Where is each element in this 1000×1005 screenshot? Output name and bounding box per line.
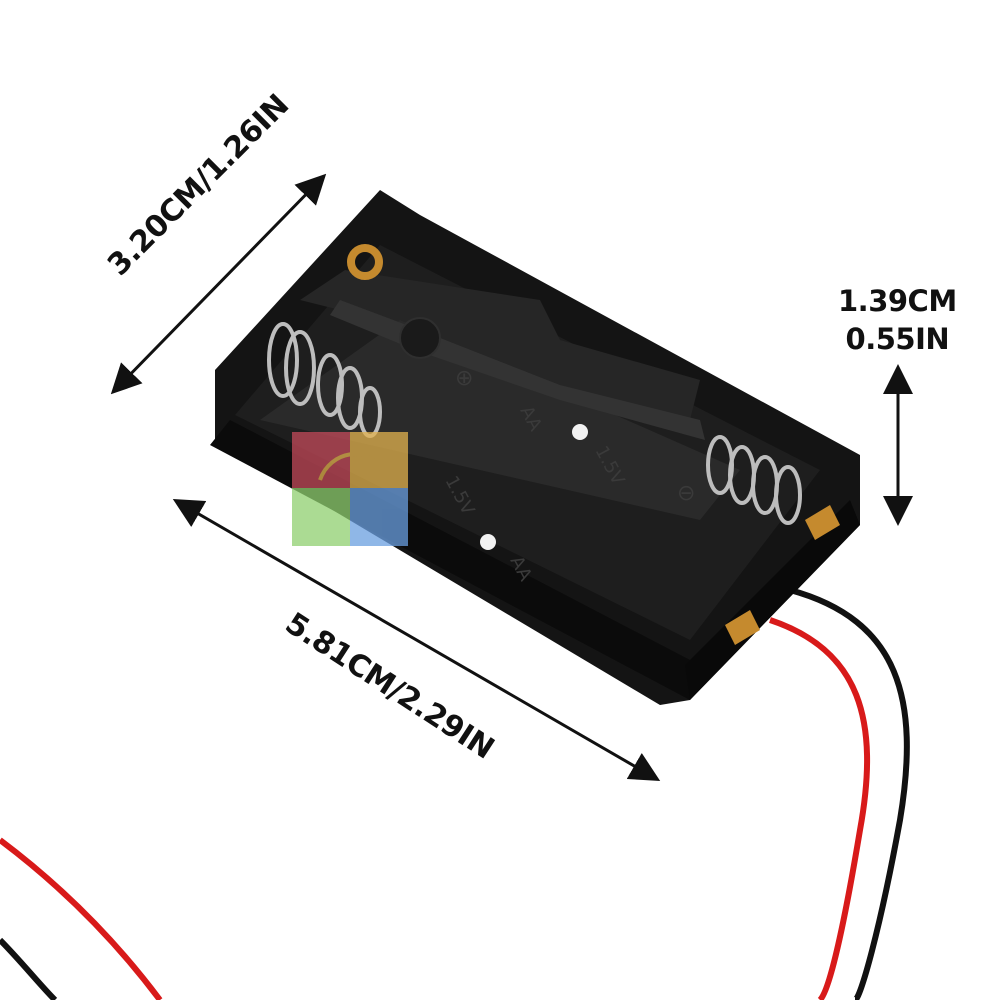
- plus-marking: ⊕: [455, 366, 473, 391]
- red-wire: [769, 617, 871, 1003]
- brass-contact: [347, 244, 383, 280]
- mount-hole: [480, 534, 496, 550]
- height-dimension-label: 1.39CM 0.55IN: [838, 282, 957, 358]
- black-wire: [789, 587, 910, 1003]
- lead-wires: [0, 587, 910, 1003]
- red-wire-tail: [0, 837, 163, 1002]
- watermark-logo: [292, 432, 408, 546]
- spring-contacts-right: [706, 435, 802, 525]
- terminal-tab: [805, 505, 840, 540]
- length-arrow: [172, 498, 661, 782]
- minus-marking: ⊖: [677, 481, 695, 506]
- width-arrow: [110, 173, 327, 395]
- terminal-tab: [725, 610, 760, 645]
- height-in: 0.55IN: [845, 322, 950, 356]
- mount-hole: [572, 424, 588, 440]
- height-cm: 1.39CM: [838, 284, 957, 318]
- black-wire-tail: [0, 937, 58, 1003]
- dimension-arrows: [110, 173, 913, 782]
